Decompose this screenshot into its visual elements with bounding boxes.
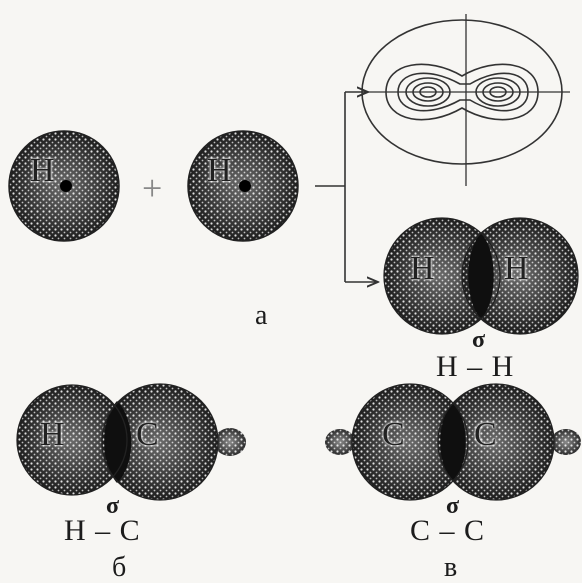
hh-formula: H – H xyxy=(436,350,515,383)
hc-label-right: C xyxy=(136,416,159,453)
atom-label-h-left: H xyxy=(30,152,55,189)
cc-molecule xyxy=(325,383,581,501)
plus-sign: + xyxy=(142,168,163,208)
hh-label-right: H xyxy=(504,250,529,287)
nucleus-dot xyxy=(60,180,72,192)
cc-sigma: σ xyxy=(446,493,460,519)
cc-label-left: C xyxy=(382,416,405,453)
cc-label-right: C xyxy=(474,416,497,453)
hc-label-left: H xyxy=(40,416,65,453)
hc-sigma: σ xyxy=(106,493,120,519)
hc-formula: H – C xyxy=(64,514,141,547)
panel-label-a: а xyxy=(255,300,268,331)
atom-label-h-right: H xyxy=(207,152,232,189)
h-atom-right xyxy=(187,130,299,242)
overlap-region xyxy=(104,401,132,483)
cc-formula: C – C xyxy=(410,514,486,547)
hc-molecule xyxy=(16,383,246,501)
overlap-region xyxy=(468,233,494,319)
h-atom-left xyxy=(8,130,120,242)
overlap-region xyxy=(440,402,466,482)
hh-sigma: σ xyxy=(472,327,486,353)
panel-label-b: б xyxy=(112,552,127,583)
electron-density-contours xyxy=(361,14,570,186)
reaction-bracket xyxy=(315,92,378,282)
hh-label-left: H xyxy=(410,250,435,287)
nucleus-dot xyxy=(239,180,251,192)
panel-label-v: в xyxy=(444,552,458,583)
hh-molecule xyxy=(383,217,579,335)
